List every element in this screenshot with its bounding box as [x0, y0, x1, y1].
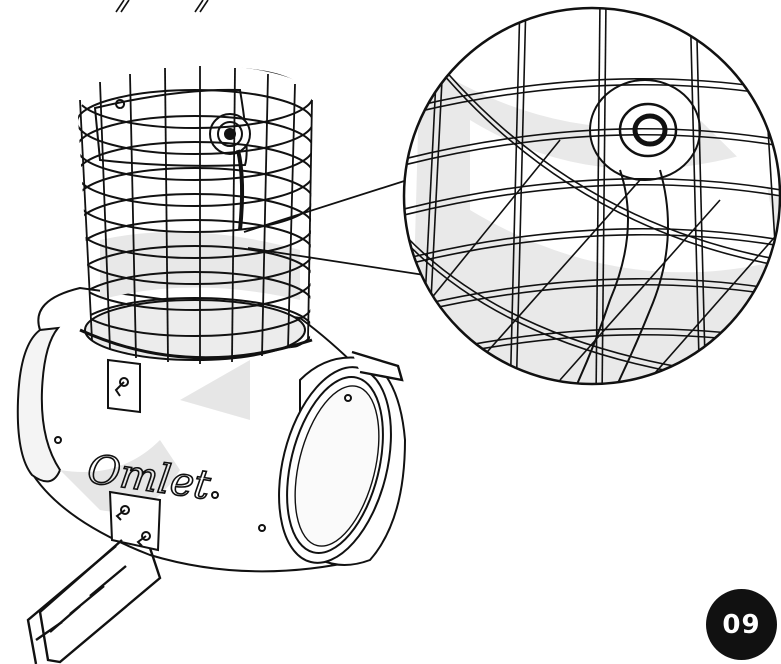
wire-ladder — [26, 539, 162, 664]
step-number-badge: 09 — [706, 589, 777, 660]
magnified-detail — [402, 6, 781, 386]
lower-mount-bracket — [108, 490, 162, 552]
carry-handle — [351, 350, 404, 382]
motion-hint-marks — [115, 0, 209, 13]
wire-cage — [78, 66, 313, 364]
upper-latch-plate — [107, 358, 141, 414]
